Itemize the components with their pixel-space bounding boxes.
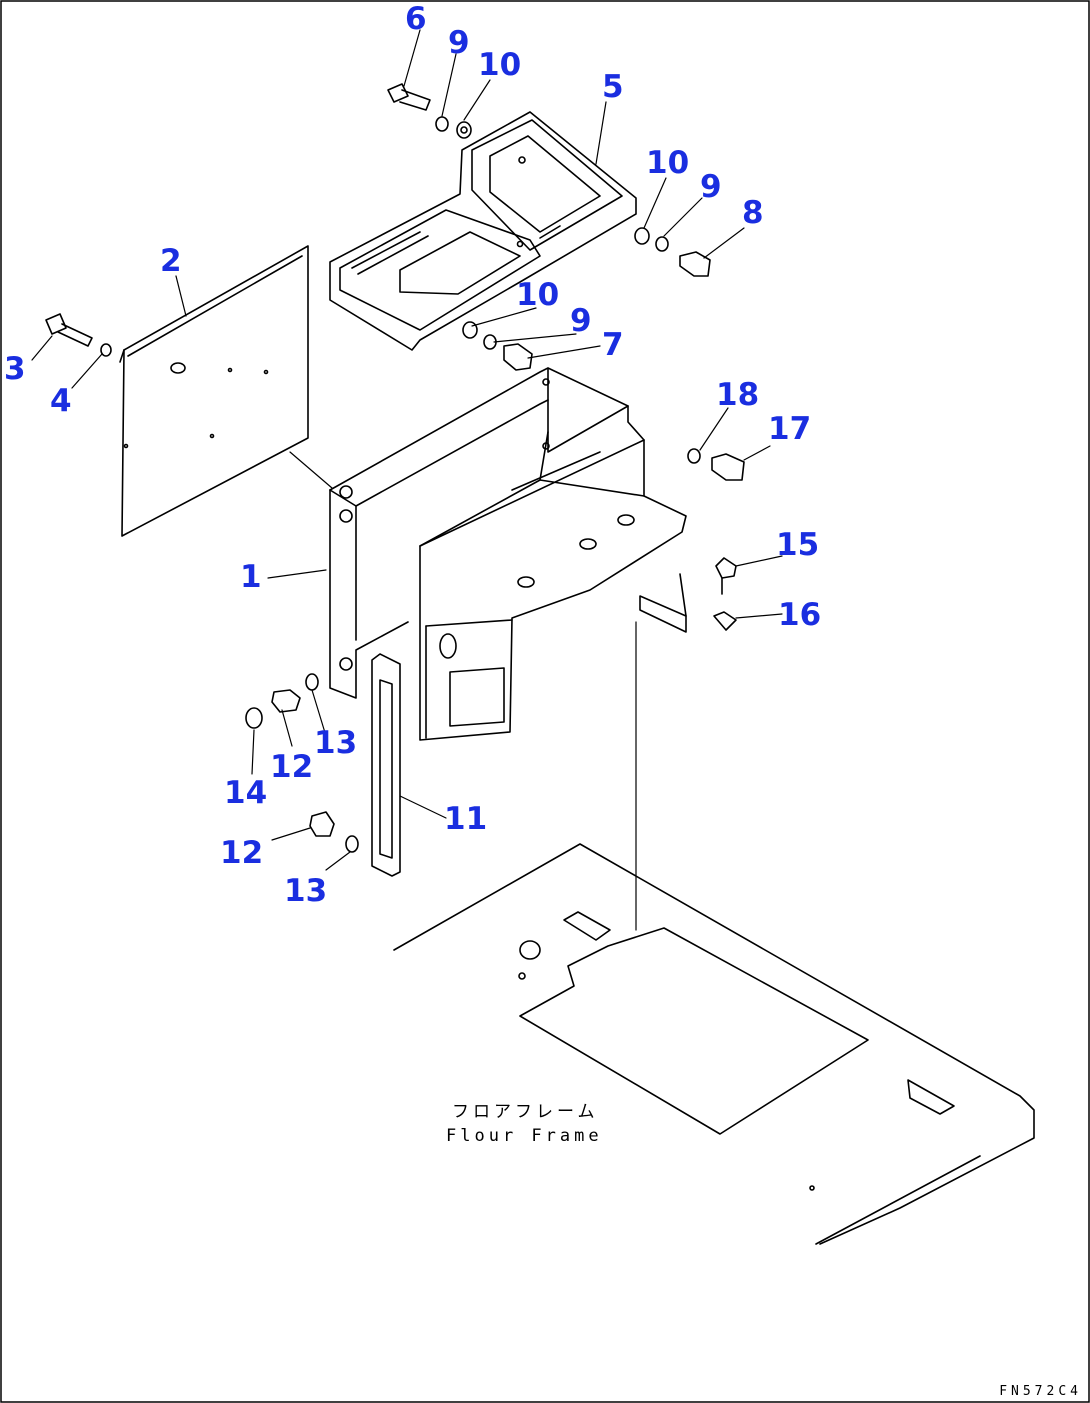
- callout-10: 10: [516, 277, 560, 313]
- callout-1: 1: [240, 559, 262, 595]
- fasteners: [45, 83, 745, 853]
- callout-4: 4: [50, 383, 72, 419]
- callout-9: 9: [448, 25, 470, 61]
- callout-14: 14: [224, 775, 268, 811]
- callout-8: 8: [742, 195, 764, 231]
- floor-frame-en-label: Flour Frame: [446, 1126, 603, 1146]
- callout-11: 11: [444, 801, 488, 837]
- callout-12: 12: [220, 835, 264, 871]
- drawing-code: FN572C4: [999, 1384, 1082, 1399]
- callout-12: 12: [270, 749, 314, 785]
- callout-6: 6: [405, 1, 427, 37]
- callout-10: 10: [478, 47, 522, 83]
- callout-17: 17: [768, 411, 812, 447]
- callout-2: 2: [160, 243, 182, 279]
- callout-5: 5: [602, 69, 624, 105]
- callout-7: 7: [602, 327, 624, 363]
- floor-frame-jp-label: フロアフレーム: [452, 1102, 599, 1122]
- callout-3: 3: [4, 351, 26, 387]
- callout-13: 13: [314, 725, 358, 761]
- callout-16: 16: [778, 597, 822, 633]
- console-bracket-part-1: [329, 367, 687, 741]
- strip-part-11: [371, 653, 401, 877]
- side-plate-part-2: [119, 245, 309, 537]
- callout-15: 15: [776, 527, 820, 563]
- callout-18: 18: [716, 377, 760, 413]
- console-cover-part-5: [329, 111, 637, 351]
- callout-9: 9: [570, 303, 592, 339]
- leader-lines: [31, 29, 783, 931]
- callout-10: 10: [646, 145, 690, 181]
- callout-9: 9: [700, 169, 722, 205]
- floor-frame-part: [393, 843, 1035, 1245]
- callout-13: 13: [284, 873, 328, 909]
